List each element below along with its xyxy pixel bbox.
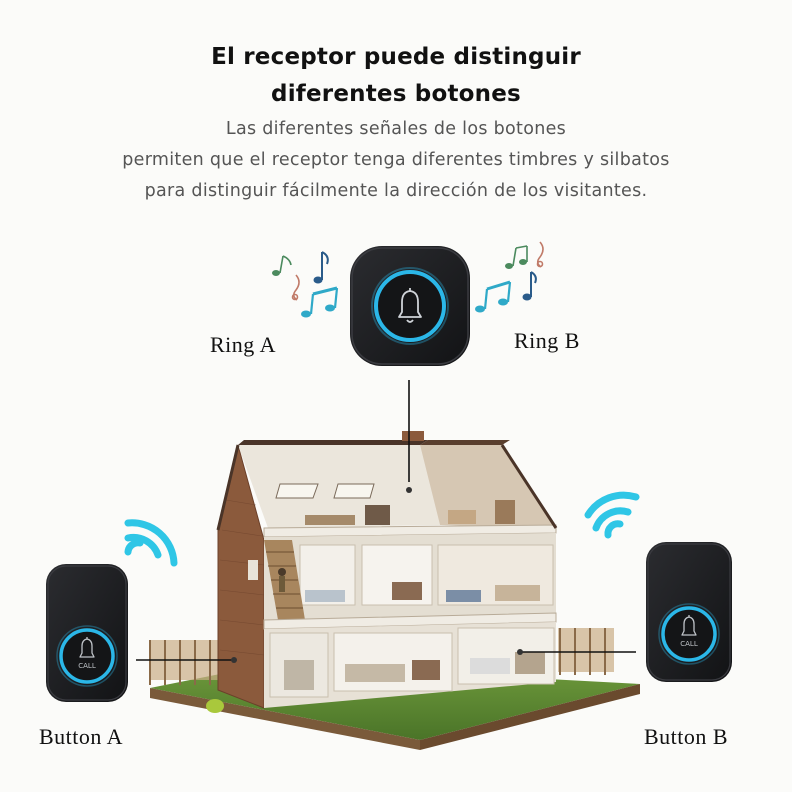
button-a-call-text: CALL (78, 662, 96, 670)
button-a-device (46, 564, 128, 702)
bell-icon (79, 637, 95, 658)
button-a-mount-dot (231, 657, 237, 663)
heading-line-2: diferentes botones (271, 81, 521, 107)
ring-b-label: Ring B (514, 328, 580, 353)
description-line-2: permiten que el receptor tenga diferente… (122, 150, 670, 170)
button-b-mount-dot (517, 649, 523, 655)
house-cutaway (216, 431, 558, 709)
connection-lines (136, 380, 636, 661)
bell-icon (398, 288, 422, 323)
music-notes-icon (475, 241, 544, 313)
receiver-plug-dot (406, 487, 412, 493)
description-line-1: Las diferentes señales de los botones (225, 119, 567, 139)
wireless-signal-icon (124, 519, 178, 567)
heading-line-1: El receptor puede distinguir (211, 44, 581, 70)
ring-a-label: Ring A (210, 332, 276, 357)
button-b-device (646, 542, 732, 682)
bell-icon (681, 615, 697, 636)
fence-left (149, 640, 220, 685)
button-a-label: Button A (39, 724, 124, 749)
button-b-label: Button B (644, 724, 729, 749)
wireless-signal-icon (584, 491, 640, 539)
description-line-3: para distinguir fácilmente la dirección … (144, 181, 648, 201)
receiver-device (350, 246, 470, 366)
music-notes-icon (272, 251, 339, 318)
button-b-call-text: CALL (680, 640, 698, 648)
